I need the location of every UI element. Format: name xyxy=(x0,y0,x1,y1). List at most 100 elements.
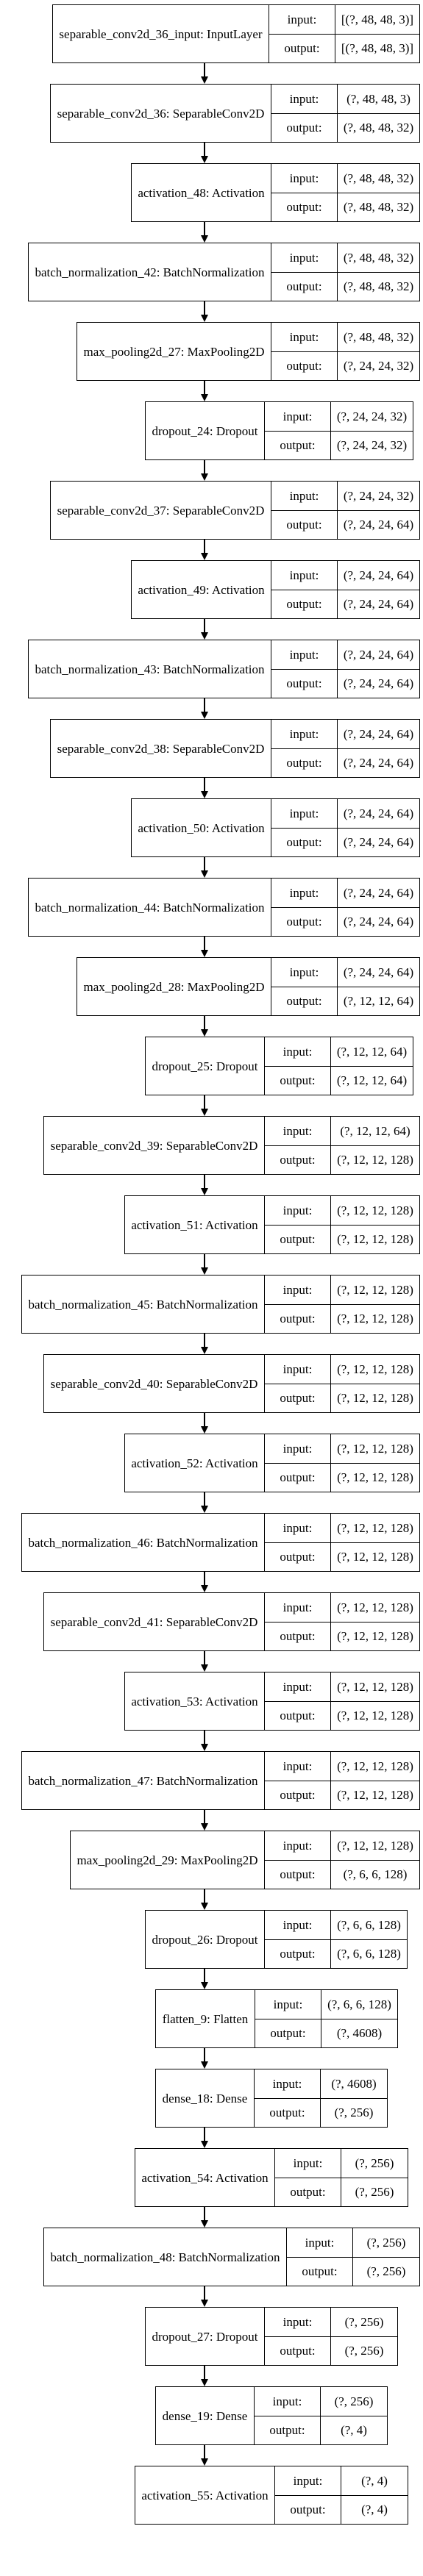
output-shape: (?, 24, 24, 64) xyxy=(343,756,414,770)
output-label: output: xyxy=(271,272,338,301)
layer-name: batch_normalization_43: BatchNormalizati… xyxy=(29,640,271,698)
layer-io-table: input:(?, 24, 24, 32)output: (?, 24, 24, … xyxy=(265,402,413,459)
layer-name: batch_normalization_42: BatchNormalizati… xyxy=(29,243,271,301)
layer-input-row: input: (?, 24, 24, 64) xyxy=(271,720,419,748)
input-shape: (?, 256) xyxy=(334,2394,374,2408)
layer-input-row: input:(?, 256) xyxy=(287,2228,419,2257)
output-label: output: xyxy=(265,1304,331,1333)
input-label: input: xyxy=(271,482,338,510)
input-label: input: xyxy=(269,5,335,34)
layer-input-row: input:(?, 48, 48, 32) xyxy=(271,323,419,351)
layer-input-row: input:(?, 24, 24, 32) xyxy=(265,402,413,431)
input-shape: (?, 24, 24, 64) xyxy=(343,726,414,741)
output-shape: (?, 24, 24, 64) xyxy=(343,676,414,691)
layer-name: max_pooling2d_27: MaxPooling2D xyxy=(77,323,271,380)
output-shape: (?, 256) xyxy=(334,2105,374,2120)
input-label: input: xyxy=(287,2228,353,2257)
output-label: output: xyxy=(265,431,331,459)
layer-io-table: input:(?, 48, 48, 32)output: (?, 48, 48, … xyxy=(271,243,419,301)
output-shape: (?, 12, 12, 128) xyxy=(337,1470,413,1485)
layer-output-row: output:(?, 24, 24, 64) xyxy=(271,827,419,856)
input-shape: (?, 12, 12, 128) xyxy=(337,1679,413,1694)
output-label: output: xyxy=(271,590,338,618)
layer-input-row: input:(?, 12, 12, 128) xyxy=(265,1672,419,1701)
edge-arrowhead xyxy=(201,1744,208,1751)
layer-output-row: output:(?, 24, 24, 64) xyxy=(271,509,419,539)
layer-output-row: output:(?, 12, 12, 128) xyxy=(265,1462,419,1492)
layer-input-row: input:(?, 12, 12, 128) xyxy=(265,1752,419,1781)
edge-arrowhead xyxy=(201,2141,208,2148)
layer-output-row: output:(?, 256) xyxy=(255,2097,387,2127)
layer-io-table: input:(?, 256)output:(?, 4) xyxy=(255,2387,387,2444)
edge-arrowhead xyxy=(201,1585,208,1592)
output-shape: (?, 24, 24, 64) xyxy=(343,915,414,929)
layer-name: dropout_26: Dropout xyxy=(146,1911,265,1968)
edge-arrowhead xyxy=(201,950,208,957)
edge-arrowhead xyxy=(201,712,208,719)
layer-input-row: input:(?, 48, 48, 32) xyxy=(271,243,419,272)
input-label: input: xyxy=(265,1117,331,1145)
layer-output-row: output:(?, 4608) xyxy=(255,2018,397,2047)
input-shape: (?, 48, 48, 32) xyxy=(343,250,414,265)
edge-arrowhead xyxy=(201,1426,208,1434)
output-label: output: xyxy=(271,669,338,698)
input-shape: (?, 12, 12, 128) xyxy=(337,1203,413,1217)
edge-arrowhead xyxy=(201,1506,208,1513)
layer-output-row: output:(?, 12, 12, 128) xyxy=(265,1700,419,1730)
edge-arrowhead xyxy=(201,394,208,401)
layer-input-row: input:(?, 12, 12, 128) xyxy=(265,1355,419,1384)
layer-input-row: input:(?, 256) xyxy=(265,2308,397,2336)
output-shape: (?, 4) xyxy=(341,2423,367,2438)
edge-arrowhead xyxy=(201,1188,208,1195)
layer-input-row: input:(?, 12, 12, 128) xyxy=(265,1514,419,1542)
layer-name: batch_normalization_47: BatchNormalizati… xyxy=(22,1752,265,1809)
layer-io-table: input:(?, 24, 24, 64)output:(?, 24, 24, … xyxy=(271,879,419,936)
edge-arrowhead xyxy=(201,2379,208,2386)
layer-input-row: input:(?, 12, 12, 128) xyxy=(265,1434,419,1463)
edge-arrowhead xyxy=(201,2458,208,2466)
input-label: input: xyxy=(271,720,338,748)
layer-name: activation_51: Activation xyxy=(125,1196,265,1253)
output-label: output: xyxy=(271,748,338,777)
input-shape: (?, 12, 12, 128) xyxy=(337,1520,413,1535)
layer-input-row: input:(?, 48, 48, 32) xyxy=(271,164,419,193)
output-shape: (?, 4608) xyxy=(336,2026,383,2041)
layer-name: separable_conv2d_37: SeparableConv2D xyxy=(51,482,271,539)
layer-name: activation_48: Activation xyxy=(132,164,271,221)
input-label: input: xyxy=(265,1037,331,1066)
output-shape: (?, 24, 24, 32) xyxy=(336,438,408,453)
layer-io-table: input:(?, 6, 6, 128)output:(?, 6, 6, 128… xyxy=(265,1911,407,1968)
layer-input-row: input:(?, 24, 24, 64) xyxy=(271,879,419,907)
layer-output-row: output:(?, 12, 12, 64) xyxy=(271,986,419,1015)
edge-arrowhead xyxy=(201,1664,208,1672)
layer-io-table: input:(?, 256)output:(?, 256) xyxy=(265,2308,397,2365)
layer-output-row: output: (?, 24, 24, 32) xyxy=(265,430,413,459)
output-label: output: xyxy=(271,193,338,221)
edge-arrowhead xyxy=(201,235,208,243)
layer-output-row: output: (?, 24, 24, 64) xyxy=(271,748,419,777)
input-label: input: xyxy=(265,1593,331,1622)
layer-name: activation_55: Activation xyxy=(135,2466,275,2524)
output-shape: (?, 24, 24, 64) xyxy=(343,835,414,850)
layer-input-row: input:(?, 12, 12, 128) xyxy=(265,1831,419,1860)
layer-name: batch_normalization_45: BatchNormalizati… xyxy=(22,1276,265,1333)
input-label: input: xyxy=(271,640,338,669)
layer-output-row: output:(?, 256) xyxy=(265,2336,397,2365)
input-label: input: xyxy=(265,1911,331,1939)
layer-input-row: input:(?, 256) xyxy=(275,2149,408,2178)
layer-output-row: output:(?, 12, 12, 128) xyxy=(265,1621,419,1650)
input-label: input: xyxy=(265,402,331,431)
layer-name: activation_54: Activation xyxy=(135,2149,275,2206)
